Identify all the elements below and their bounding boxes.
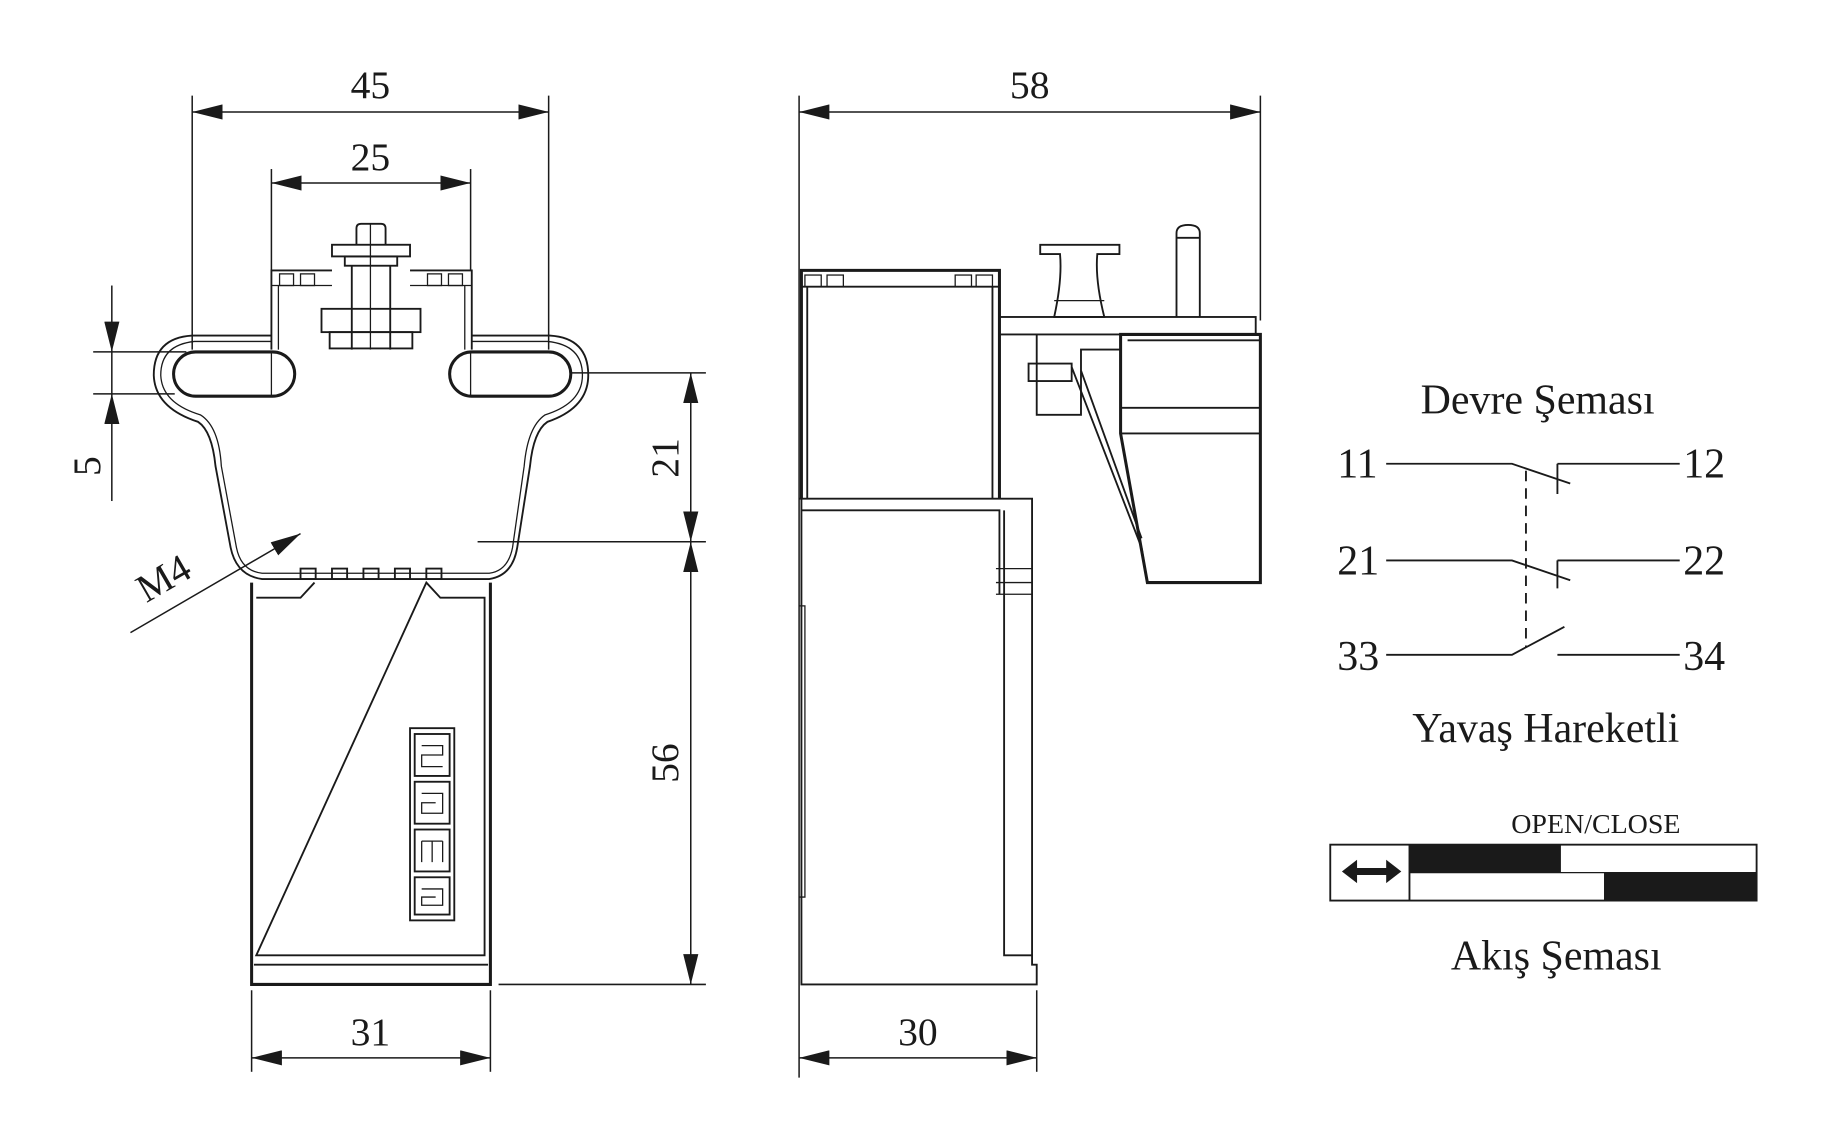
contact-no: 33 34 xyxy=(1337,626,1725,680)
top-housing xyxy=(270,269,473,350)
mounting-flange xyxy=(152,334,590,581)
mounting-slot-right xyxy=(448,350,573,398)
dimension-30: 30 xyxy=(799,990,1038,1072)
circuit-diagram: Devre Şeması 11 12 21 22 33 34 Yavaş Har… xyxy=(1337,378,1725,752)
terminal-21: 21 xyxy=(1337,538,1379,584)
mounting-slot-left xyxy=(172,350,297,398)
thread-callout-m4: M4 xyxy=(129,532,301,634)
dim-label-m4: M4 xyxy=(129,545,199,611)
dim-label-21: 21 xyxy=(643,438,687,478)
dim-label-58: 58 xyxy=(1010,63,1050,107)
flow-bar-close xyxy=(1604,872,1757,901)
dimension-25: 25 xyxy=(270,135,472,271)
dimension-31: 31 xyxy=(250,990,492,1072)
dim-label-45: 45 xyxy=(351,63,391,107)
plunger xyxy=(320,222,422,350)
dim-label-30: 30 xyxy=(898,1010,938,1054)
dim-label-31: 31 xyxy=(351,1010,391,1054)
dim-label-5: 5 xyxy=(65,456,109,476)
switch-body xyxy=(250,580,492,986)
terminal-33: 33 xyxy=(1337,634,1379,680)
emas-logo xyxy=(409,727,456,922)
terminal-34: 34 xyxy=(1683,634,1725,680)
dimension-5: 5 xyxy=(65,285,187,502)
dimension-56: 56 xyxy=(498,541,706,986)
side-housing xyxy=(799,268,1038,986)
flow-bar-open xyxy=(1409,844,1561,873)
dimension-45: 45 xyxy=(191,63,550,350)
circuit-subtitle: Yavaş Hareketli xyxy=(1412,706,1679,752)
dim-label-56: 56 xyxy=(643,743,687,783)
flow-title: Akış Şeması xyxy=(1451,933,1662,979)
flow-diagram: OPEN/CLOSE Akış Şeması xyxy=(1329,809,1758,979)
dimension-21: 21 xyxy=(477,372,706,543)
terminal-12: 12 xyxy=(1683,442,1725,488)
actuator-assembly xyxy=(998,224,1262,585)
circuit-title: Devre Şeması xyxy=(1421,378,1655,424)
terminal-11: 11 xyxy=(1337,442,1377,488)
contact-nc-1: 11 12 xyxy=(1337,442,1725,495)
double-arrow-icon xyxy=(1341,859,1402,884)
terminal-22: 22 xyxy=(1683,538,1725,584)
front-view: 45 25 xyxy=(65,63,706,1072)
side-view: 58 30 xyxy=(798,63,1262,1078)
dim-label-25: 25 xyxy=(351,135,391,179)
dimension-58: 58 xyxy=(798,63,1262,1078)
flow-header: OPEN/CLOSE xyxy=(1511,809,1680,840)
contact-nc-2: 21 22 xyxy=(1337,538,1725,589)
